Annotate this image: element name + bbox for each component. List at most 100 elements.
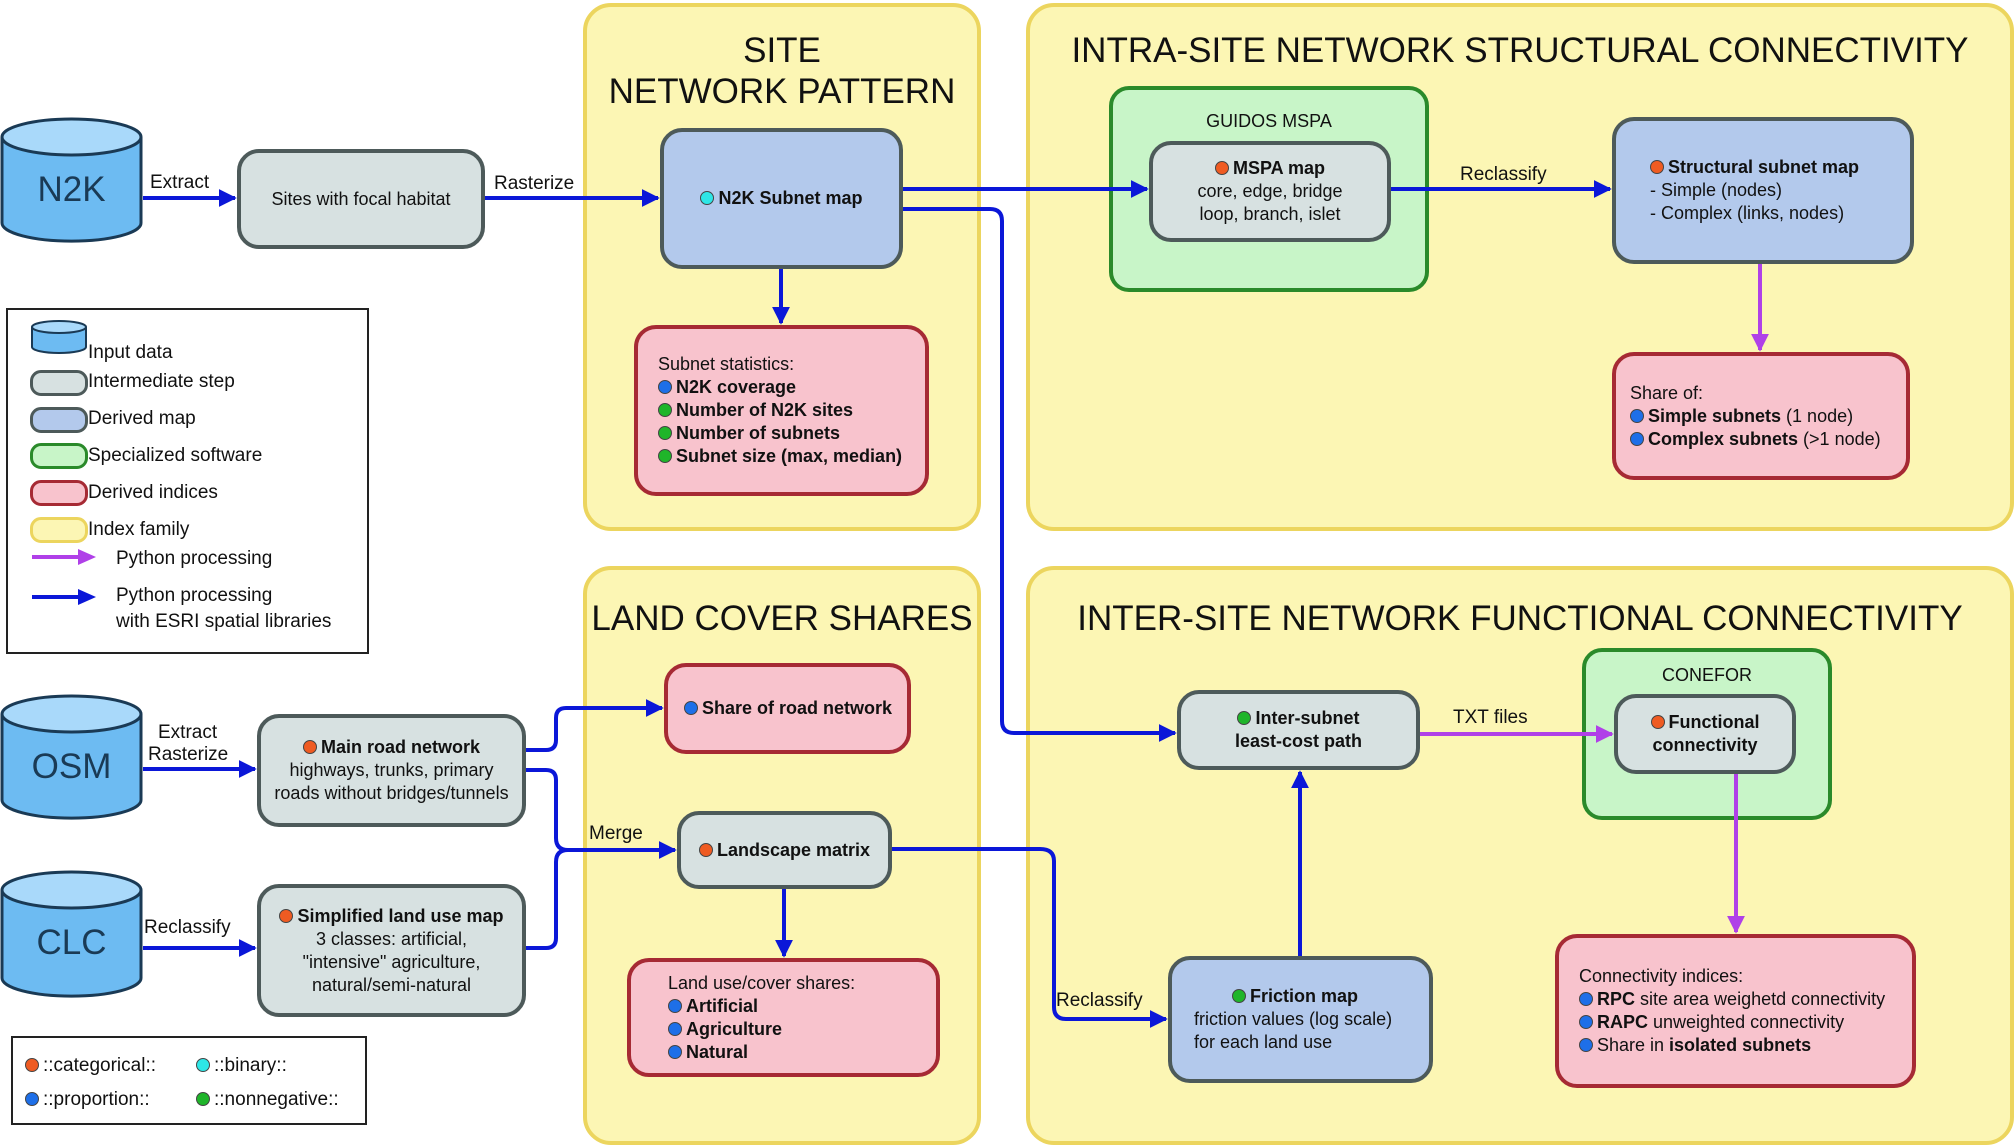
- box-n2k-subnet-map: N2K Subnet map: [660, 128, 903, 269]
- categorical-dot-icon: [1650, 715, 1665, 729]
- edge-label-extract: Extract: [150, 172, 210, 193]
- legend-item: Input data: [88, 342, 173, 363]
- legend-item: Derived map: [88, 408, 196, 429]
- box-share-road-network: Share of road network: [664, 663, 911, 754]
- box-sites-focal-habitat: Sites with focal habitat: [237, 149, 485, 249]
- legend-derived-map-swatch: [30, 407, 88, 433]
- family-title-inter-site: INTER-SITE NETWORK FUNCTIONAL CONNECTIVI…: [1077, 599, 1963, 638]
- land-use-line: natural/semi-natural: [311, 974, 472, 995]
- proportion-dot-icon: [1579, 992, 1593, 1006]
- edge-label-txt-files: TXT files: [1453, 707, 1528, 728]
- conn-indices-item-rest: site area weighetd connectivity: [1635, 989, 1886, 1009]
- input-clc-label: CLC: [36, 923, 107, 962]
- structural-map-line: - Complex (links, nodes): [1650, 203, 1845, 223]
- box-sites-focal-habitat-text: Sites with focal habitat: [271, 188, 451, 209]
- share-of-item-rest: (1 node): [1786, 405, 1854, 426]
- box-structural-subnet-map: Structural subnet map - Simple (nodes) -…: [1612, 117, 1914, 264]
- box-functional-connectivity: Functional connectivity: [1614, 694, 1796, 774]
- edge-label-osm-rasterize: Rasterize: [148, 744, 229, 765]
- subnet-stats-item-text: Number of subnets: [676, 423, 841, 443]
- legend-family-swatch: [30, 517, 88, 543]
- proportion-dot-icon: [668, 1021, 682, 1036]
- subnet-stats-item: Number of N2K sites: [658, 399, 853, 422]
- land-use-shares-item-text: Agriculture: [686, 1018, 783, 1039]
- type-legend: ::categorical:: ::binary:: ::proportion:…: [11, 1036, 367, 1125]
- landscape-matrix-text: Landscape matrix: [716, 839, 871, 860]
- structural-map-title: Structural subnet map: [1650, 156, 1859, 179]
- mspa-map-title-text: MSPA map: [1232, 158, 1325, 178]
- land-use-title: Simplified land use map: [279, 905, 504, 928]
- proportion-dot-icon: [25, 1092, 39, 1106]
- subnet-stats-item-text: Subnet size (max, median): [676, 446, 903, 466]
- friction-map-line: friction values (log scale): [1194, 1009, 1393, 1029]
- input-osm: OSM: [0, 692, 143, 822]
- input-n2k-label: N2K: [37, 170, 106, 209]
- categorical-dot-icon: [279, 908, 294, 923]
- nonnegative-dot-icon: [658, 449, 672, 463]
- friction-map-line: for each land use: [1194, 1032, 1333, 1052]
- main-road-title-text: Main road network: [320, 737, 481, 757]
- proportion-dot-icon: [668, 1044, 682, 1059]
- subnet-stats-item: Subnet size (max, median): [658, 445, 902, 468]
- land-use-shares-item: Natural: [668, 1041, 748, 1064]
- type-legend-binary: ::binary::: [196, 1055, 287, 1077]
- least-cost-line2: least-cost path: [1234, 731, 1363, 751]
- box-land-use-shares: Land use/cover shares: Artificial Agricu…: [627, 958, 940, 1077]
- legend-software-swatch: [30, 443, 88, 469]
- edge-label-clc-reclassify: Reclassify: [144, 917, 231, 938]
- box-share-of: Share of: Simple subnets (1 node) Comple…: [1612, 352, 1910, 480]
- land-use-shares-item-text: Natural: [686, 1041, 749, 1062]
- edge-label-rasterize: Rasterize: [494, 173, 575, 194]
- edge-label-merge: Merge: [589, 823, 643, 844]
- type-legend-nonnegative: ::nonnegative::: [196, 1089, 339, 1111]
- box-subnet-statistics: Subnet statistics: N2K coverage Number o…: [634, 325, 929, 496]
- main-road-line: highways, trunks, primary: [289, 760, 494, 780]
- mspa-map-title: MSPA map: [1214, 157, 1325, 180]
- friction-map-title-text: Friction map: [1250, 986, 1359, 1006]
- conn-indices-item-bold: RAPC: [1597, 1012, 1649, 1032]
- nonnegative-dot-icon: [658, 403, 672, 417]
- legend-indices-swatch: [30, 480, 88, 506]
- proportion-dot-icon: [1579, 1038, 1593, 1052]
- categorical-dot-icon: [698, 842, 713, 857]
- subnet-stats-item: N2K coverage: [658, 376, 796, 399]
- land-use-shares-item-text: Artificial: [686, 995, 759, 1016]
- type-legend-proportion: ::proportion::: [25, 1089, 150, 1111]
- mspa-map-line: loop, branch, islet: [1199, 204, 1341, 224]
- least-cost-line1-text: Inter-subnet: [1255, 708, 1360, 728]
- proportion-dot-icon: [1579, 1015, 1593, 1029]
- type-legend-categorical-text: ::categorical::: [43, 1055, 156, 1076]
- functional-conn-text: Functional connectivity: [1652, 712, 1760, 755]
- land-use-shares-item: Artificial: [668, 995, 758, 1018]
- edge-label-reclassify-mspa: Reclassify: [1460, 164, 1547, 185]
- legend-esri-arrow-icon: [32, 589, 96, 605]
- conn-indices-item-bold: isolated subnets: [1669, 1035, 1812, 1055]
- legend-intermediate-swatch: [30, 370, 88, 396]
- share-of-item: Simple subnets (1 node): [1630, 405, 1853, 428]
- legend-item: Intermediate step: [88, 371, 235, 392]
- land-use-title-text: Simplified land use map: [297, 905, 504, 926]
- conn-indices-item-pre: Share in: [1597, 1035, 1670, 1055]
- share-road-title: Share of road network: [684, 697, 892, 720]
- conn-indices-item-bold: RPC: [1597, 989, 1636, 1009]
- least-cost-line1: Inter-subnet: [1237, 707, 1360, 730]
- nonnegative-dot-icon: [658, 426, 672, 440]
- categorical-dot-icon: [302, 740, 317, 754]
- proportion-dot-icon: [658, 380, 672, 394]
- box-main-road-network: Main road network highways, trunks, prim…: [257, 714, 526, 827]
- share-of-item: Complex subnets (>1 node): [1630, 428, 1881, 451]
- box-n2k-subnet-map-title: N2K Subnet map: [700, 187, 863, 210]
- proportion-dot-icon: [1630, 408, 1644, 423]
- friction-map-title: Friction map: [1194, 985, 1358, 1008]
- subnet-stats-title: Subnet statistics:: [658, 354, 795, 374]
- legend-item: Python processing: [116, 585, 273, 606]
- conn-indices-title: Connectivity indices:: [1579, 966, 1744, 986]
- legend-python-arrow-icon: [32, 549, 96, 565]
- family-title-intra-site: INTRA-SITE NETWORK STRUCTURAL CONNECTIVI…: [1071, 31, 1969, 70]
- structural-map-line: - Simple (nodes): [1650, 180, 1783, 200]
- conn-indices-item: Share in isolated subnets: [1579, 1034, 1811, 1057]
- type-legend-binary-text: ::binary::: [214, 1055, 287, 1076]
- land-use-shares-item: Agriculture: [668, 1018, 782, 1041]
- box-connectivity-indices: Connectivity indices: RPC site area weig…: [1555, 934, 1916, 1088]
